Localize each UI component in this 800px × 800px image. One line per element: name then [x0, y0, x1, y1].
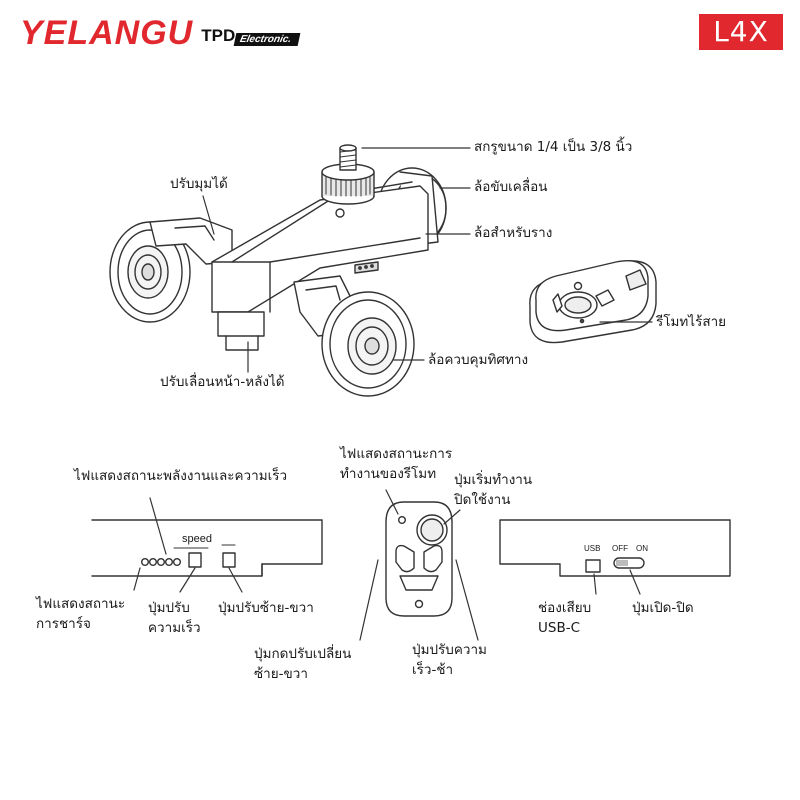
usb-text: USB	[584, 544, 601, 553]
top-leader-lines	[202, 147, 653, 373]
label-start-button: ปุ่มเริ่มทำงาน ปิดใช้งาน	[454, 472, 533, 508]
dolly-illustration	[109, 144, 447, 397]
remote-front	[359, 489, 479, 641]
mount-knob	[321, 144, 375, 205]
label-angle: ปรับมุมได้	[170, 176, 228, 192]
remote-illustration	[529, 260, 657, 344]
back-left-wheel	[109, 221, 191, 323]
label-rail-wheel: ล้อสำหรับราง	[474, 225, 553, 241]
label-power-switch: ปุ่มเปิด-ปิด	[632, 600, 694, 616]
label-speed-button: ปุ่มปรับ ความเร็ว	[148, 600, 201, 636]
off-text: OFF	[612, 544, 628, 553]
brand-logo: YELANGU TPD Electronic.	[20, 14, 301, 52]
brand-name: YELANGU	[20, 14, 194, 52]
label-remote: รีโมทไร้สาย	[656, 314, 727, 330]
model-badge: L4X	[699, 14, 783, 50]
label-switch-direction: ปุ่มกดปรับเปลี่ยน ซ้าย-ขวา	[254, 646, 352, 682]
side-panel-left	[91, 497, 323, 593]
label-steer-wheel: ล้อควบคุมทิศทาง	[428, 352, 529, 368]
label-drive-wheel: ล้อขับเคลื่อน	[474, 179, 548, 195]
label-charge: ไฟแสดงสถานะ การชาร์จ	[36, 596, 126, 632]
label-led-status: ไฟแสดงสถานะพลังงานและความเร็ว	[74, 468, 288, 484]
speed-text: speed	[182, 533, 212, 545]
label-usb-port: ช่องเสียบ USB-C	[538, 600, 592, 636]
steer-wheel	[321, 291, 415, 397]
label-slide: ปรับเลื่อนหน้า-หลังได้	[160, 374, 285, 390]
label-speed-adjust: ปุ่มปรับความ เร็ว-ช้า	[412, 642, 487, 678]
label-direction-button: ปุ่มปรับซ้าย-ขวา	[218, 600, 314, 616]
brand-sub: TPD	[201, 26, 236, 45]
on-text: ON	[636, 544, 648, 553]
side-panel-right	[499, 519, 731, 595]
label-adapter: สกรูขนาด 1/4 เป็น 3/8 นิ้ว	[474, 139, 633, 155]
label-remote-status: ไฟแสดงสถานะการ ทำงานของรีโมท	[340, 446, 453, 482]
